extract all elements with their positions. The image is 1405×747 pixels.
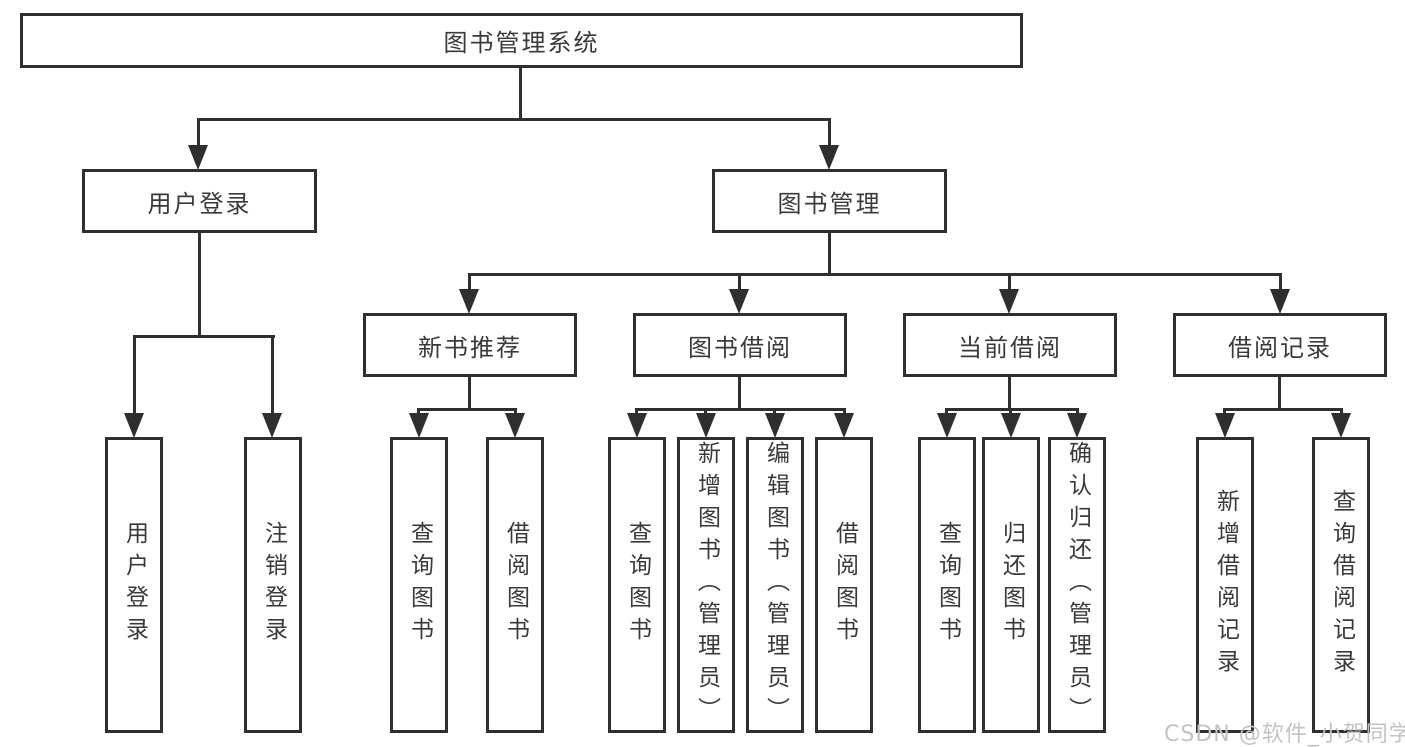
node-label: 当前借阅 (958, 333, 1062, 362)
arrow-book-mgmt-icon (819, 145, 839, 170)
connector-borrow-records-stem (1278, 377, 1281, 408)
node-library-management-system: 图书管理系统 (20, 13, 1023, 68)
leaf-label: 查询图书 (934, 521, 961, 649)
arrow-icon (696, 413, 716, 438)
connector-stub-leaf-login (133, 335, 136, 415)
connector-user-login-stem (198, 233, 201, 335)
leaf-label: 确认归还（管理员） (1064, 441, 1091, 729)
connector-stub-new-book (468, 273, 471, 292)
leaf-label: 新增图书（管理员） (693, 441, 720, 729)
node-new-book-recommend: 新书推荐 (363, 313, 577, 377)
node-label: 图书管理 (777, 189, 882, 218)
connector-new-book-stem (468, 377, 471, 408)
arrow-icon (765, 413, 785, 438)
leaf-label: 新增借阅记录 (1212, 489, 1239, 681)
leaf-label: 查询借阅记录 (1328, 489, 1355, 681)
leaf-add-borrow-record: 新增借阅记录 (1196, 437, 1254, 733)
arrow-current-borrow-icon (999, 289, 1019, 314)
node-label: 用户登录 (147, 189, 252, 218)
node-current-borrowing: 当前借阅 (903, 313, 1117, 377)
leaf-label: 查询图书 (624, 521, 651, 649)
connector-current-borrow-split (945, 408, 1079, 411)
leaf-borrow-books-1: 借阅图书 (486, 437, 544, 733)
connector-stub-borrow-records (1279, 273, 1282, 292)
leaf-query-books-1: 查询图书 (390, 437, 448, 733)
leaf-label: 编辑图书（管理员） (762, 441, 789, 729)
node-user-login: 用户登录 (82, 169, 317, 233)
connector-stub-leaf-logout (271, 335, 274, 415)
connector-user-login-split (133, 335, 275, 338)
connector-borrow-records-split (1223, 408, 1343, 411)
leaf-query-books-2: 查询图书 (608, 437, 666, 733)
arrow-icon (1215, 413, 1235, 438)
connector-root-split (197, 118, 831, 121)
arrow-icon (937, 413, 957, 438)
leaf-label: 用户登录 (121, 521, 148, 649)
arrow-icon (409, 413, 429, 438)
arrow-icon (627, 413, 647, 438)
node-label: 借阅记录 (1228, 333, 1332, 362)
connector-book-mgmt-split (468, 273, 1282, 276)
connector-current-borrow-stem (1008, 377, 1011, 408)
arrow-new-book-icon (459, 289, 479, 314)
arrow-icon (505, 413, 525, 438)
leaf-edit-books-admin: 编辑图书（管理员） (746, 437, 804, 733)
arrow-book-borrow-icon (729, 289, 749, 314)
arrow-leaf-login-icon (124, 413, 144, 438)
node-label: 新书推荐 (418, 333, 522, 362)
connector-stub-book-borrow (738, 273, 741, 292)
leaf-label: 查询图书 (406, 521, 433, 649)
leaf-return-books: 归还图书 (982, 437, 1040, 733)
leaf-user-login: 用户登录 (105, 437, 163, 733)
arrow-leaf-logout-icon (262, 413, 282, 438)
connector-new-book-split (417, 408, 517, 411)
node-borrowing-records: 借阅记录 (1173, 313, 1387, 377)
node-label: 图书借阅 (688, 333, 792, 362)
connector-stub-book-mgmt (828, 118, 831, 150)
leaf-add-books-admin: 新增图书（管理员） (677, 437, 735, 733)
arrow-icon (834, 413, 854, 438)
connector-stub-current-borrow (1008, 273, 1011, 292)
node-book-management: 图书管理 (712, 169, 947, 233)
connector-stub-user-login (197, 118, 200, 150)
arrow-borrow-records-icon (1270, 289, 1290, 314)
arrow-icon (1067, 413, 1087, 438)
leaf-label: 注销登录 (260, 521, 287, 649)
leaf-label: 归还图书 (998, 521, 1025, 649)
arrow-icon (1331, 413, 1351, 438)
leaf-label: 借阅图书 (831, 521, 858, 649)
csdn-watermark: CSDN @软件_小贺同学 (1164, 722, 1405, 747)
leaf-borrow-books-2: 借阅图书 (815, 437, 873, 733)
connector-book-borrow-split (635, 408, 846, 411)
leaf-logout: 注销登录 (244, 437, 302, 733)
node-book-borrowing: 图书借阅 (633, 313, 847, 377)
leaf-query-books-3: 查询图书 (918, 437, 976, 733)
connector-book-borrow-stem (738, 377, 741, 408)
connector-book-mgmt-stem (828, 233, 831, 273)
arrow-icon (1001, 413, 1021, 438)
leaf-label: 借阅图书 (502, 521, 529, 649)
node-label: 图书管理系统 (443, 29, 600, 57)
arrow-user-login-icon (188, 145, 208, 170)
leaf-confirm-return-admin: 确认归还（管理员） (1048, 437, 1106, 733)
leaf-query-borrow-record: 查询借阅记录 (1312, 437, 1370, 733)
connector-root-stem (519, 68, 522, 118)
